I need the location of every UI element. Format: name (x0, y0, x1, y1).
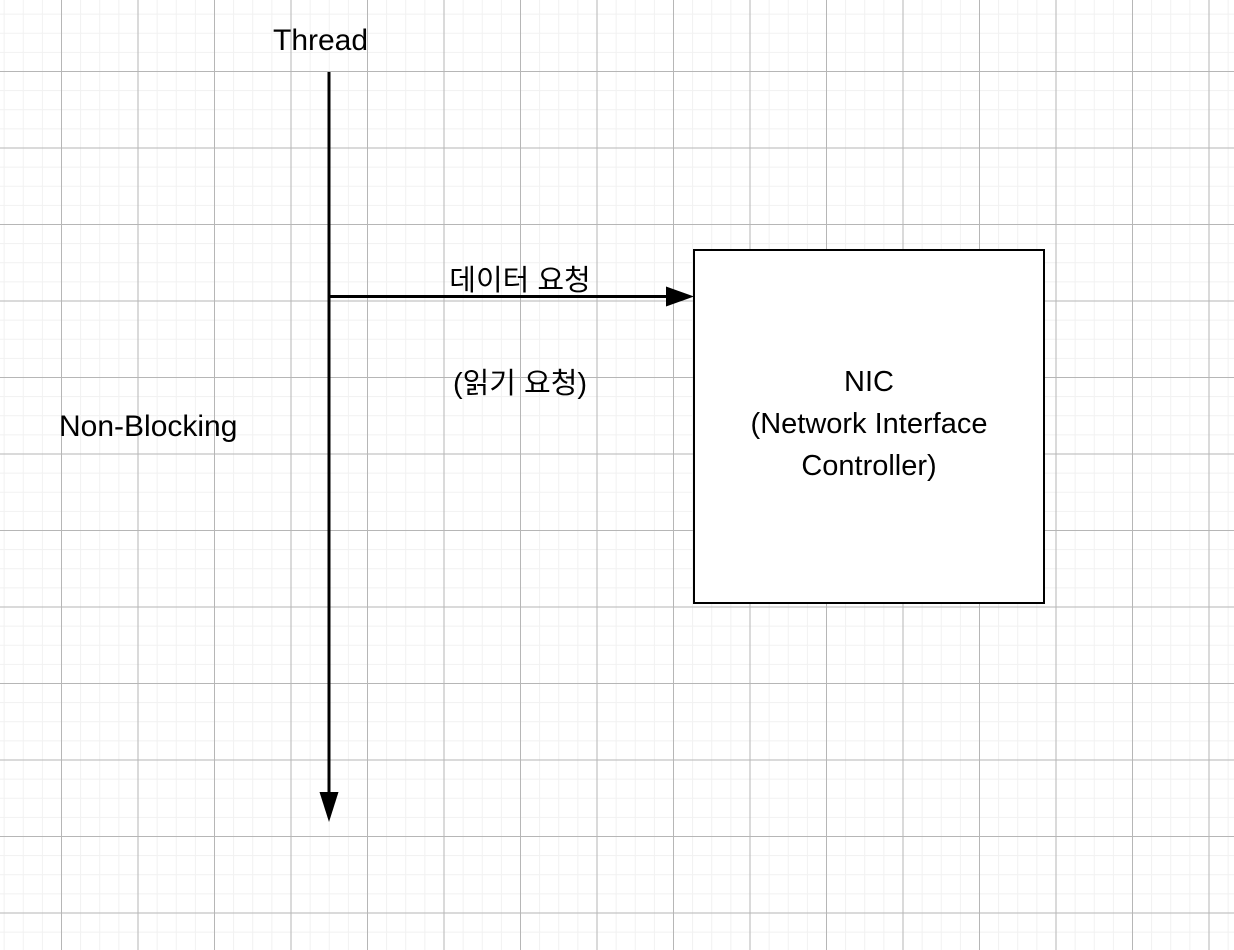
request-message-label: 데이터 요청 (읽기 요청) (330, 196, 710, 470)
request-message-arrow (325, 281, 700, 313)
right-arrow-icon (329, 286, 694, 307)
nic-node-label-line-2: (Network Interface (750, 408, 988, 441)
thread-lifeline-icon (319, 72, 339, 822)
request-message-line-1: 데이터 요청 (449, 265, 591, 298)
nic-node-label-line-1: NIC (844, 366, 894, 398)
nic-node-label: NIC (Network Interface Controller) (695, 361, 1043, 487)
request-message-line-2: (읽기 요청) (452, 368, 588, 401)
thread-lifeline-arrow (312, 70, 348, 825)
nic-node-label-line-3: Controller) (801, 450, 937, 483)
nic-node-box: NIC (Network Interface Controller) (693, 249, 1045, 604)
thread-label: Thread (273, 24, 369, 57)
non-blocking-label: Non-Blocking (59, 410, 238, 443)
